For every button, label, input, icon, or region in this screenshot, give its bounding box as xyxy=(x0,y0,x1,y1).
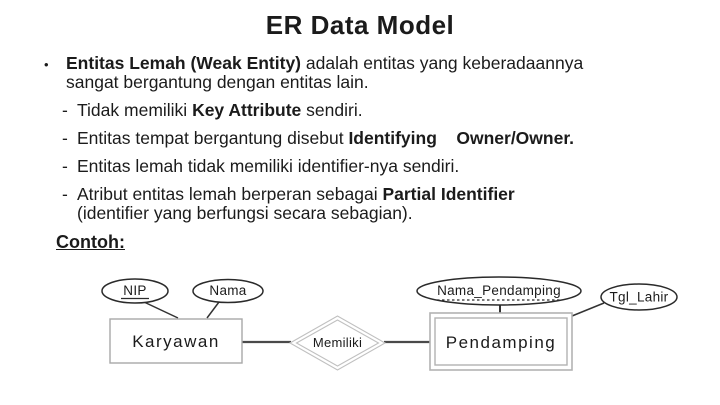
bullet-marker: • xyxy=(44,57,49,72)
karyawan-entity-label: Karyawan xyxy=(132,332,220,351)
bullet-item-weak-entity: • Entitas Lemah (Weak Entity) adalah ent… xyxy=(44,54,694,92)
nip-attribute-label: NIP xyxy=(123,283,146,298)
nama-pendamping-attribute-label: Nama_Pendamping xyxy=(437,283,561,298)
sub-item-identifying-owner: - Entitas tempat bergantung disebut Iden… xyxy=(62,129,694,148)
memiliki-relationship-label: Memiliki xyxy=(313,335,362,350)
nama-pendamping-attribute-oval xyxy=(416,276,582,306)
sub-item-partial-identifier: - Atribut entitas lemah berperan sebagai… xyxy=(62,185,694,223)
er-diagram: NIP Nama Karyawan Memiliki Pendamping Na… xyxy=(101,276,678,371)
pendamping-weak-entity-box-outer xyxy=(429,312,573,371)
karyawan-entity-box xyxy=(109,318,243,364)
sub-item-text: Entitas lemah tidak memiliki identifier-… xyxy=(77,156,460,176)
nip-connector-line xyxy=(143,301,179,319)
memiliki-relationship-diamond-inner xyxy=(295,319,380,367)
dash-marker: - xyxy=(62,184,68,204)
memiliki-relationship-diamond-outer xyxy=(288,315,387,371)
nip-attribute-oval xyxy=(101,278,169,304)
pendamping-entity-label: Pendamping xyxy=(446,333,556,352)
nama-attribute-label: Nama xyxy=(209,283,246,298)
tgl-lahir-connector-line xyxy=(571,302,605,317)
sub-item-no-identifier: - Entitas lemah tidak memiliki identifie… xyxy=(62,157,694,176)
sub-item-key-attribute: - Tidak memiliki Key Attribute sendiri. xyxy=(62,101,694,120)
sub-item-text: Tidak memiliki Key Attribute sendiri. xyxy=(77,100,363,120)
nama-connector-line xyxy=(206,301,220,319)
sub-item-text: Atribut entitas lemah berperan sebagai P… xyxy=(77,184,515,223)
dash-marker: - xyxy=(62,128,68,148)
page-title: ER Data Model xyxy=(265,10,455,40)
contoh-label: Contoh: xyxy=(56,232,125,252)
tgl-lahir-attribute-label: Tgl_Lahir xyxy=(610,290,669,305)
nama-attribute-oval xyxy=(192,278,264,304)
bullet-text: Entitas Lemah (Weak Entity) adalah entit… xyxy=(66,53,584,92)
pendamping-weak-entity-box-inner xyxy=(434,317,568,366)
sub-item-text: Entitas tempat bergantung disebut Identi… xyxy=(77,128,575,148)
dash-marker: - xyxy=(62,156,68,176)
tgl-lahir-attribute-oval xyxy=(600,283,678,311)
slide-body: • Entitas Lemah (Weak Entity) adalah ent… xyxy=(44,54,694,253)
dash-marker: - xyxy=(62,100,68,120)
